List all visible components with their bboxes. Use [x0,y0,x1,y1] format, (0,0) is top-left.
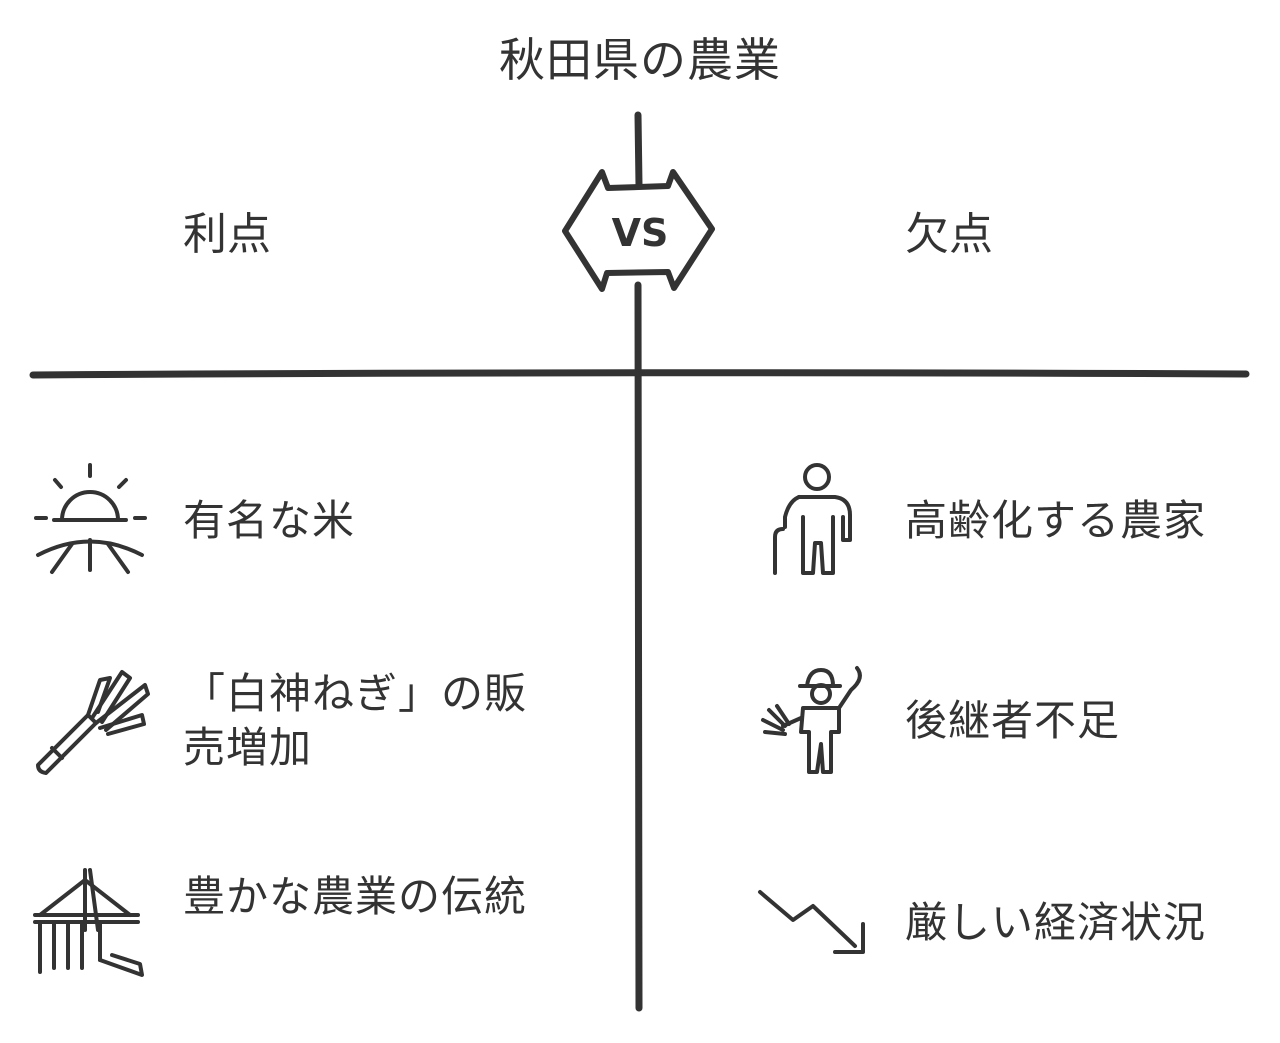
pros-header: 利点 [183,209,271,260]
cons-header: 欠点 [905,209,993,260]
vertical-divider [634,281,643,1012]
harvest-rake-icon [30,860,155,985]
vertical-divider-top [634,111,643,189]
pro-item-1: 有名な米 [183,496,356,545]
double-arrow-shape [562,169,715,292]
elderly-person-cane-icon [755,455,880,580]
con-item-1: 高齢化する農家 [905,496,1207,545]
con-item-3: 厳しい経済状況 [905,898,1207,947]
pro-item-2: 「白神ねぎ」の販売増加 [183,669,528,772]
con-item-2: 後継者不足 [905,696,1121,745]
downward-trend-arrow-icon [755,880,880,970]
leek-icon [30,660,155,785]
sunrise-field-icon [30,460,155,585]
vs-label: VS [612,211,669,255]
diagram-title: 秋田県の農業 [499,33,781,87]
horizontal-divider [29,369,1250,379]
pro-item-3: 豊かな農業の伝統 [183,872,528,921]
farmer-with-scythe-icon [755,660,880,785]
